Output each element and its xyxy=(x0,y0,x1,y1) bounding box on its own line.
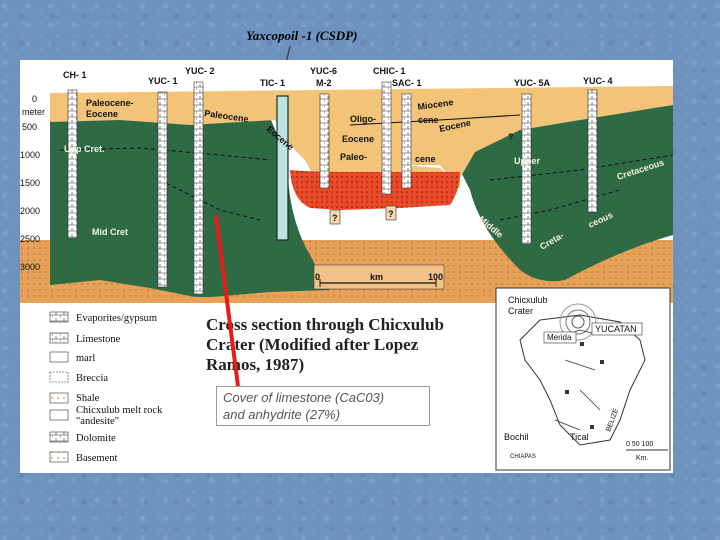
legend-item: Breccia xyxy=(76,373,108,384)
unit-label: Upp Cret. xyxy=(64,144,105,154)
map-label: Merida xyxy=(547,333,572,342)
map-label: Bochil xyxy=(504,432,529,442)
figure-title-line: Cross section through Chicxulub xyxy=(206,315,444,334)
legend: Evaporites/gypsum Limestone marl Breccia… xyxy=(49,311,163,464)
well-column xyxy=(521,93,532,245)
unit-label: Eocene xyxy=(342,134,374,144)
annotation-callout: Cover of limestone (CaC03) and anhydrite… xyxy=(216,386,430,426)
depth-tick: 1000 xyxy=(20,150,40,160)
unit-label: Oligo- xyxy=(350,114,376,124)
figure-title-line: Crater (Modified after Lopez xyxy=(206,335,419,354)
depth-tick: 2000 xyxy=(20,206,40,216)
legend-item: Limestone xyxy=(76,334,121,345)
well-label: M-2 xyxy=(316,78,332,88)
unit-label: ? xyxy=(388,209,394,219)
well-label: SAC- 1 xyxy=(392,78,422,88)
unit-label: Paleo- xyxy=(340,152,367,162)
unit-label: Mid Cret xyxy=(92,227,128,237)
map-label: YUCATAN xyxy=(595,324,637,334)
well-label: YUC- 2 xyxy=(185,66,215,76)
map-scale-unit: Km. xyxy=(636,455,649,462)
unit-label: cene xyxy=(418,115,439,125)
unit-label: ? xyxy=(508,132,514,142)
inset-map: Chicxulub Crater YUCATAN Merida Bochil T… xyxy=(495,287,671,471)
well-label: YUC- 4 xyxy=(583,76,613,86)
map-label: Tical xyxy=(570,432,589,442)
depth-tick: 3000 xyxy=(20,262,40,272)
scale-end: 100 xyxy=(428,272,443,282)
callout-line: Cover of limestone (CaC03) xyxy=(223,390,385,405)
map-label: CHIAPAS xyxy=(510,454,536,460)
well-label: YUC- 1 xyxy=(148,76,178,86)
scale-start: 0 xyxy=(315,272,320,282)
legend-item: Evaporites/gypsum xyxy=(76,313,157,324)
callout-pointer xyxy=(214,215,240,387)
callout-line: and anhydrite (27%) xyxy=(223,407,341,422)
well-column xyxy=(319,93,330,189)
tertiary-layer xyxy=(50,86,673,178)
well-column xyxy=(67,89,78,239)
well-label: CH- 1 xyxy=(63,70,87,80)
unit-label: Eocene xyxy=(86,109,118,119)
legend-item: marl xyxy=(76,353,95,364)
well-column xyxy=(401,93,412,189)
depth-tick: 2500 xyxy=(20,234,40,244)
depth-tick: 500 xyxy=(22,122,37,132)
legend-item: Shale xyxy=(76,393,100,404)
map-label: Crater xyxy=(508,306,533,316)
unit-label: cene xyxy=(415,154,436,164)
scale-unit: km xyxy=(370,272,383,282)
unit-label: Upper xyxy=(514,156,541,166)
well-label: TIC- 1 xyxy=(260,78,285,88)
well-label: CHIC- 1 xyxy=(373,66,406,76)
depth-tick: 1500 xyxy=(20,178,40,188)
cross-section-panel: 0 meter 500 1000 1500 2000 2500 3000 CH-… xyxy=(20,60,673,473)
well-column xyxy=(157,91,168,288)
legend-item: "andesite" xyxy=(76,416,119,427)
cross-section-svg: 0 meter 500 1000 1500 2000 2500 3000 CH-… xyxy=(20,66,673,473)
figure-title-line: Ramos, 1987) xyxy=(206,355,304,374)
well-column xyxy=(587,89,598,213)
well-column xyxy=(381,81,392,195)
map-scale: 0 50 100 xyxy=(626,441,653,448)
unit-label: Miocene xyxy=(417,97,454,112)
well-column xyxy=(193,81,204,295)
map-label: Chicxulub xyxy=(508,295,548,305)
legend-item: Dolomite xyxy=(76,433,116,444)
depth-tick: 0 xyxy=(32,94,37,104)
legend-item: Basement xyxy=(76,453,117,464)
yaxcopoil-borehole xyxy=(276,95,289,241)
unit-label: Paleocene- xyxy=(86,98,134,108)
mesozoic-layer xyxy=(50,115,330,298)
unit-label: ? xyxy=(332,213,338,223)
well-label: YUC- 5A xyxy=(514,78,551,88)
well-label: YUC-6 xyxy=(310,66,337,76)
depth-unit: meter xyxy=(22,107,45,117)
legend-item: Chicxulub melt rock xyxy=(76,405,163,416)
borehole-label: Yaxcopoil -1 (CSDP) xyxy=(246,28,358,43)
